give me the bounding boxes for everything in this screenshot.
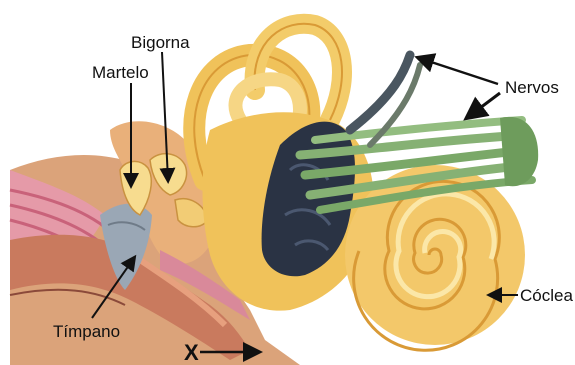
label-timpano: Tímpano — [53, 323, 120, 340]
label-x: X — [184, 342, 199, 364]
arrow-nervos-upper — [419, 58, 498, 84]
label-nervos: Nervos — [505, 79, 559, 96]
label-martelo: Martelo — [92, 64, 149, 81]
label-coclea: Cóclea — [520, 287, 573, 304]
label-bigorna: Bigorna — [131, 34, 190, 51]
nerve-bundle-end — [500, 117, 538, 186]
arrow-nervos-lower — [468, 93, 500, 117]
